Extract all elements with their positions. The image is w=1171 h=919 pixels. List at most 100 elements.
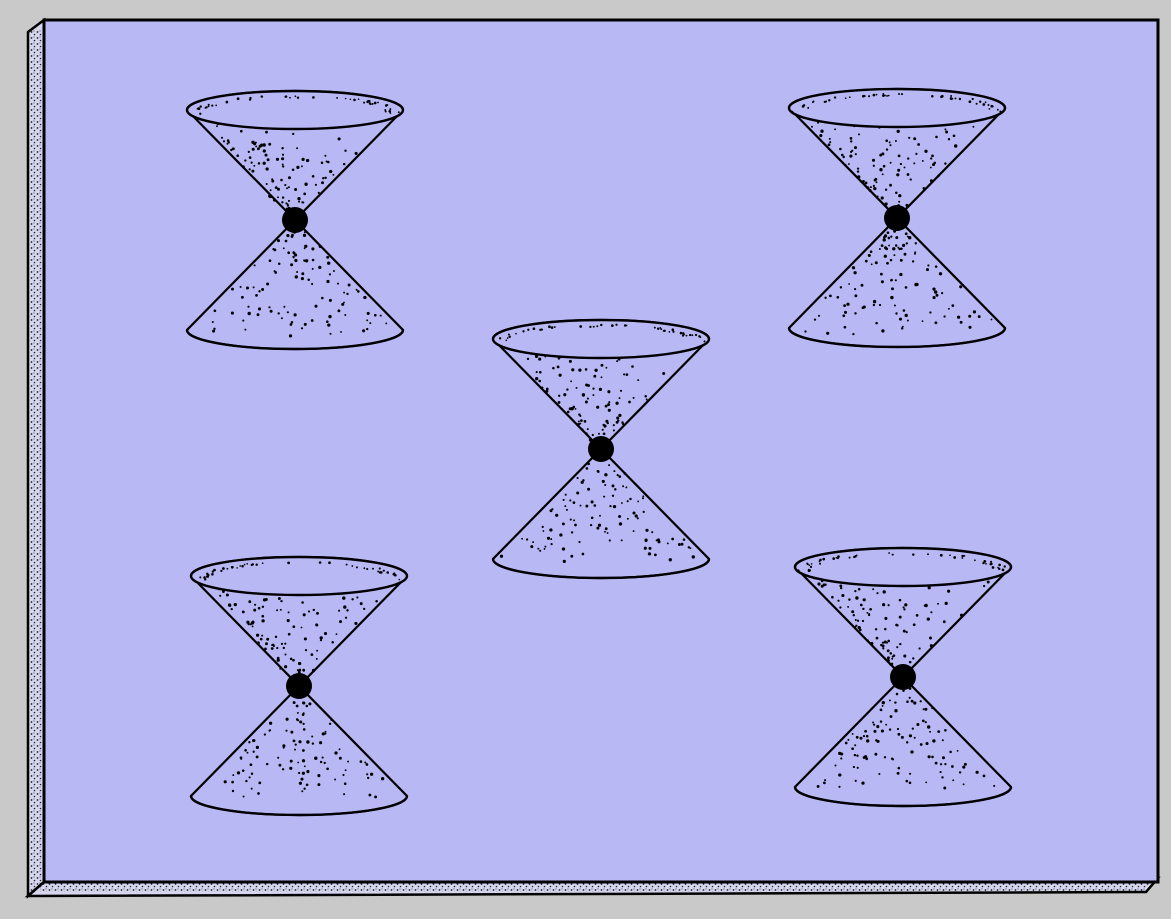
stipple-dot	[303, 234, 306, 237]
stipple-dot	[277, 757, 279, 759]
future-cone-rim	[795, 548, 1011, 586]
stipple-dot	[605, 527, 608, 530]
stipple-dot	[548, 325, 551, 328]
stipple-dot	[646, 399, 648, 401]
stipple-dot	[305, 649, 307, 651]
stipple-dot	[949, 751, 952, 754]
stipple-dot	[857, 170, 859, 172]
stipple-dot	[282, 768, 284, 770]
stipple-dot	[277, 657, 280, 660]
stipple-dot	[574, 524, 577, 527]
stipple-dot	[289, 767, 292, 770]
stipple-dot	[312, 175, 315, 178]
stipple-dot	[811, 563, 813, 565]
stipple-dot	[849, 96, 851, 98]
stipple-dot	[329, 170, 332, 173]
stipple-dot	[527, 358, 529, 360]
stipple-dot	[609, 505, 611, 507]
stipple-dot	[840, 587, 842, 589]
stipple-dot	[898, 201, 900, 203]
stipple-dot	[231, 566, 234, 569]
stipple-dot	[919, 647, 921, 649]
stipple-dot	[354, 622, 357, 625]
stipple-dot	[898, 767, 901, 770]
stipple-dot	[644, 547, 647, 550]
stipple-dot	[505, 339, 507, 341]
stipple-dot	[350, 98, 352, 100]
stipple-dot	[929, 731, 931, 733]
stipple-dot	[881, 244, 884, 247]
stipple-dot	[622, 485, 624, 487]
stipple-dot	[840, 757, 842, 759]
stipple-dot	[205, 107, 207, 109]
stipple-dot	[850, 140, 852, 142]
stipple-dot	[888, 245, 890, 247]
stipple-dot	[907, 320, 909, 322]
stipple-dot	[887, 231, 890, 234]
stipple-dot	[244, 159, 246, 161]
stipple-dot	[939, 272, 942, 275]
stipple-dot	[909, 661, 912, 664]
stipple-dot	[226, 594, 229, 597]
stipple-dot	[566, 388, 568, 390]
stipple-dot	[390, 112, 392, 114]
stipple-dot	[608, 464, 610, 466]
stipple-dot	[299, 720, 302, 723]
stipple-dot	[558, 395, 560, 397]
stipple-dot	[593, 326, 595, 328]
stipple-dot	[558, 401, 561, 404]
stipple-dot	[873, 304, 875, 306]
stipple-dot	[656, 539, 658, 541]
stipple-dot	[959, 771, 961, 773]
stipple-dot	[252, 625, 254, 627]
stipple-dot	[257, 147, 260, 150]
stipple-dot	[603, 424, 606, 427]
stipple-dot	[248, 623, 250, 625]
stipple-dot	[314, 305, 317, 308]
stipple-dot	[576, 491, 579, 494]
stipple-dot	[298, 772, 300, 774]
stipple-dot	[905, 314, 908, 317]
stipple-dot	[632, 511, 635, 514]
stipple-dot	[888, 552, 890, 554]
stipple-dot	[384, 109, 386, 111]
stipple-dot	[868, 613, 870, 615]
stipple-dot	[302, 749, 305, 752]
stipple-dot	[206, 573, 208, 575]
stipple-dot	[232, 147, 235, 150]
stipple-dot	[990, 105, 993, 108]
stipple-dot	[834, 128, 836, 130]
stipple-dot	[842, 156, 844, 158]
stipple-dot	[288, 186, 290, 188]
stipple-dot	[220, 570, 222, 572]
stipple-dot	[304, 637, 307, 640]
stipple-dot	[199, 576, 201, 578]
stipple-dot	[913, 623, 916, 626]
stipple-dot	[336, 633, 338, 635]
stipple-dot	[952, 779, 954, 781]
stipple-dot	[848, 283, 850, 285]
stipple-dot	[294, 749, 296, 751]
stipple-dot	[899, 599, 902, 602]
stipple-dot	[536, 371, 538, 373]
stipple-dot	[530, 545, 533, 548]
stipple-dot	[290, 731, 293, 734]
stipple-dot	[814, 318, 816, 320]
stipple-dot	[328, 561, 331, 564]
stipple-dot	[264, 154, 267, 157]
stipple-dot	[976, 103, 978, 105]
stipple-dot	[997, 567, 999, 569]
stipple-dot	[875, 628, 877, 630]
stipple-dot	[940, 771, 942, 773]
stipple-dot	[292, 169, 295, 172]
stipple-dot	[288, 200, 290, 202]
stipple-dot	[932, 287, 935, 290]
stipple-dot	[276, 647, 278, 649]
stipple-dot	[295, 275, 298, 278]
stipple-dot	[886, 262, 889, 265]
stipple-dot	[291, 321, 294, 324]
stipple-dot	[930, 167, 932, 169]
stipple-dot	[883, 238, 886, 241]
stipple-dot	[930, 179, 933, 182]
stipple-dot	[927, 725, 930, 728]
